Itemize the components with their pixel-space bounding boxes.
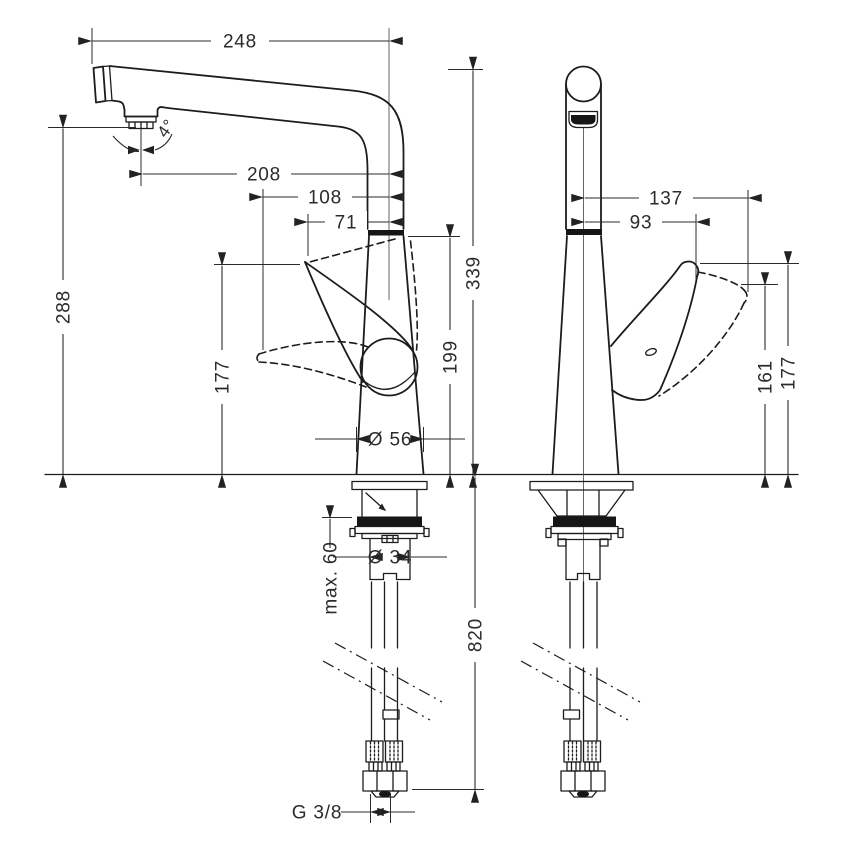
dim-161: 161 xyxy=(741,272,778,488)
dim-label-71: 71 xyxy=(335,213,358,234)
front-hoses xyxy=(322,581,443,798)
dim-137: 137 xyxy=(571,187,762,292)
dim-label-g38: G 3/8 xyxy=(292,803,342,824)
break-line xyxy=(334,642,443,703)
handle-side xyxy=(610,260,700,401)
front-mounting xyxy=(349,480,430,581)
aerator xyxy=(125,115,157,130)
front-view xyxy=(92,28,443,798)
dim-339: 339 xyxy=(448,56,485,488)
dim-label-137: 137 xyxy=(649,189,683,210)
hose-nut xyxy=(362,770,408,792)
break-line xyxy=(532,642,641,703)
dim-label-820: 820 xyxy=(466,618,487,652)
spout-end-cap-inner xyxy=(102,65,113,102)
dim-label-208: 208 xyxy=(247,165,281,186)
dim-label-177-front: 177 xyxy=(213,360,234,394)
handle-front xyxy=(304,261,419,397)
spout-top-edge xyxy=(108,65,405,230)
dim-label-339: 339 xyxy=(464,256,485,290)
dim-label-248: 248 xyxy=(223,32,257,53)
dim-label-angle: 4° xyxy=(154,116,180,142)
dim-248: 248 xyxy=(78,28,403,64)
side-mounting xyxy=(529,480,634,581)
dim-208: 208 xyxy=(129,163,403,186)
dim-label-93: 93 xyxy=(630,213,653,234)
dim-820: 820 xyxy=(412,463,487,803)
side-hoses xyxy=(520,581,641,798)
dim-177-side: 177 xyxy=(700,251,800,488)
dim-g38: G 3/8 xyxy=(292,794,415,824)
body-joint xyxy=(368,230,404,236)
spout-end-view xyxy=(565,65,602,103)
dim-108: 108 xyxy=(249,186,403,350)
hose-nut xyxy=(560,770,606,792)
spout-end-cap xyxy=(92,65,107,104)
dim-label-161: 161 xyxy=(756,360,777,394)
dim-dia56: Ø 56 xyxy=(315,427,465,452)
dim-label-dia56: Ø 56 xyxy=(368,430,412,451)
break-line xyxy=(520,660,629,721)
break-line xyxy=(322,660,431,721)
dim-label-199: 199 xyxy=(441,340,462,374)
dim-93: 93 xyxy=(571,211,710,280)
side-view xyxy=(520,65,748,798)
dim-177-front: 177 xyxy=(211,252,300,488)
body-cone-side xyxy=(551,235,620,475)
side-column xyxy=(565,83,602,230)
dim-71: 71 xyxy=(294,211,403,256)
handle-front-dashed xyxy=(256,238,419,388)
dim-label-177-side: 177 xyxy=(779,356,800,390)
dim-angle-4deg: 4° xyxy=(112,116,180,186)
dim-199: 199 xyxy=(408,224,462,488)
aerator-end-view xyxy=(568,110,599,129)
dim-288: 288 xyxy=(48,114,136,488)
dim-label-108: 108 xyxy=(308,188,342,209)
dim-dia34: Ø 34 xyxy=(333,548,447,569)
dim-label-dia34: Ø 34 xyxy=(368,548,412,569)
spout-bottom-edge xyxy=(111,99,369,230)
dim-label-288: 288 xyxy=(54,290,75,324)
dim-label-max60: max. 60 xyxy=(321,541,342,614)
handle-side-dashed xyxy=(658,271,748,397)
body-joint-side xyxy=(566,229,602,235)
dim-max60: max. 60 xyxy=(321,505,352,615)
